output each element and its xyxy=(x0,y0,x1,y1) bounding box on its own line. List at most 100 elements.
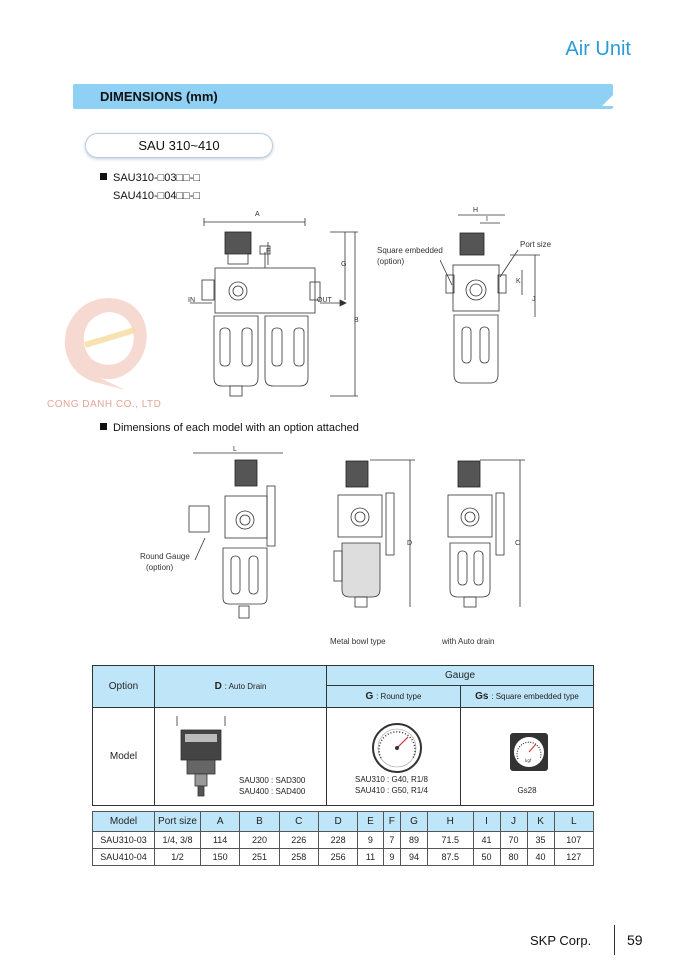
section-title: DIMENSIONS (mm) xyxy=(100,89,218,104)
dim-header: E xyxy=(357,811,384,832)
label-d: D xyxy=(407,540,413,547)
side-view-drawing xyxy=(440,214,540,384)
label-k: K xyxy=(516,278,521,285)
label-port-size: Port size xyxy=(520,240,552,249)
auto-drain-drawing xyxy=(447,459,525,608)
label-l: L xyxy=(233,446,237,453)
label-h: H xyxy=(473,207,479,214)
label-i: I xyxy=(486,216,488,223)
dim-header: J xyxy=(499,811,528,832)
dim-cell: 80 xyxy=(499,848,528,866)
square-gauge-header: Gs : Square embedded type xyxy=(460,685,594,708)
dim-cell: 94 xyxy=(400,848,429,866)
round-model-1: SAU310 : G40, R1/8 xyxy=(355,775,428,784)
round-gauge-icon xyxy=(372,723,422,773)
drain-cell: SAU300 : SAD300 SAU400 : SAD400 xyxy=(154,707,327,806)
front-view-drawing xyxy=(190,218,358,397)
dim-cell: 226 xyxy=(278,831,319,849)
dim-cell: 251 xyxy=(239,848,280,866)
label-in: IN xyxy=(188,297,195,304)
dim-cell: 35 xyxy=(526,831,555,849)
dim-cell: 41 xyxy=(472,831,501,849)
dim-header: I xyxy=(472,811,501,832)
page-number: 59 xyxy=(627,932,643,948)
round-gauge-header: G : Round type xyxy=(326,685,461,708)
round-model-2: SAU410 : G50, R1/4 xyxy=(355,786,428,795)
label-auto-drain: with Auto drain xyxy=(442,637,495,646)
table-row: SAU410-04 1/2 150 251 258 256 11 9 94 87… xyxy=(92,848,595,866)
label-b: B xyxy=(354,317,359,324)
auto-drain-icon xyxy=(176,716,226,797)
dim-cell: 256 xyxy=(317,848,359,866)
dim-header: G xyxy=(400,811,429,832)
option-heading: Dimensions of each model with an option … xyxy=(100,422,359,434)
dim-header: D xyxy=(317,811,359,832)
bullet-square-icon xyxy=(100,173,107,180)
dimension-table: Model Port size A B C D E F G H I J K L … xyxy=(92,811,595,866)
table-row: SAU310-03 1/4, 3/8 114 220 226 228 9 7 8… xyxy=(92,831,595,849)
dim-cell: 89 xyxy=(400,831,429,849)
dim-cell: 40 xyxy=(526,848,555,866)
option-table: Option D : Auto Drain Gauge G : Round ty… xyxy=(92,665,594,806)
page-title: Air Unit xyxy=(565,38,631,60)
label-f: F xyxy=(266,248,271,255)
dim-cell: 1/2 xyxy=(154,848,201,866)
label-j: J xyxy=(532,296,536,303)
dim-cell: 127 xyxy=(553,848,595,866)
dim-header: Model xyxy=(92,811,155,832)
dim-cell: 220 xyxy=(239,831,280,849)
dim-cell: 50 xyxy=(472,848,501,866)
dim-cell: 258 xyxy=(278,848,319,866)
dim-header: C xyxy=(278,811,319,832)
bullet-square-icon xyxy=(100,423,107,430)
label-g: G xyxy=(341,261,347,268)
watermark-logo xyxy=(64,298,147,390)
gauge-header: Gauge xyxy=(326,665,594,686)
dimension-header-row: Model Port size A B C D E F G H I J K L xyxy=(92,811,595,832)
label-a: A xyxy=(255,211,260,218)
square-model: Gs28 xyxy=(517,786,537,795)
square-gauge-icon: kgf xyxy=(510,733,548,771)
dim-header: A xyxy=(199,811,241,832)
dim-header: K xyxy=(526,811,555,832)
dim-cell: 11 xyxy=(357,848,384,866)
dim-header: F xyxy=(382,811,402,832)
dim-header: Port size xyxy=(154,811,201,832)
watermark-text: CONG DANH CO., LTD xyxy=(47,399,162,410)
dim-header: B xyxy=(239,811,280,832)
round-gauge-cell: SAU310 : G40, R1/8 SAU410 : G50, R1/4 xyxy=(326,707,461,806)
svg-text:kgf: kgf xyxy=(525,758,532,763)
drain-model-2: SAU400 : SAD400 xyxy=(239,787,306,796)
model-code-2: SAU410-□04□□-□ xyxy=(113,190,201,202)
gauge-option-drawing xyxy=(188,452,283,619)
drain-model-1: SAU300 : SAD300 xyxy=(239,776,306,785)
label-out: OUT xyxy=(317,297,332,304)
dim-header: L xyxy=(553,811,595,832)
label-c: C xyxy=(515,540,521,547)
dim-header: H xyxy=(427,811,474,832)
dim-cell: SAU310-03 xyxy=(92,831,155,849)
dim-cell: 70 xyxy=(499,831,528,849)
footer-divider xyxy=(614,925,615,955)
dim-cell: 71.5 xyxy=(427,831,474,849)
dim-cell: 9 xyxy=(357,831,384,849)
label-square-option: (option) xyxy=(377,257,405,266)
dim-cell: 150 xyxy=(199,848,241,866)
square-gauge-cell: kgf Gs28 xyxy=(460,707,594,806)
model-code-1: SAU310-□03□□-□ xyxy=(100,172,200,184)
model-row-label: Model xyxy=(92,707,155,806)
dim-cell: 1/4, 3/8 xyxy=(154,831,201,849)
dim-cell: 87.5 xyxy=(427,848,474,866)
dim-cell: 9 xyxy=(382,848,402,866)
corner-arrow-icon xyxy=(602,95,613,106)
dim-cell: 107 xyxy=(553,831,595,849)
label-metal-bowl: Metal bowl type xyxy=(330,637,386,646)
metal-bowl-drawing xyxy=(333,459,415,608)
footer-brand: SKP Corp. xyxy=(530,933,592,948)
dim-cell: 228 xyxy=(317,831,359,849)
dim-cell: SAU410-04 xyxy=(92,848,155,866)
drain-header: D : Auto Drain xyxy=(154,665,327,708)
option-header: Option xyxy=(92,665,155,708)
dim-cell: 7 xyxy=(382,831,402,849)
label-square-embedded: Square embedded xyxy=(377,246,443,255)
